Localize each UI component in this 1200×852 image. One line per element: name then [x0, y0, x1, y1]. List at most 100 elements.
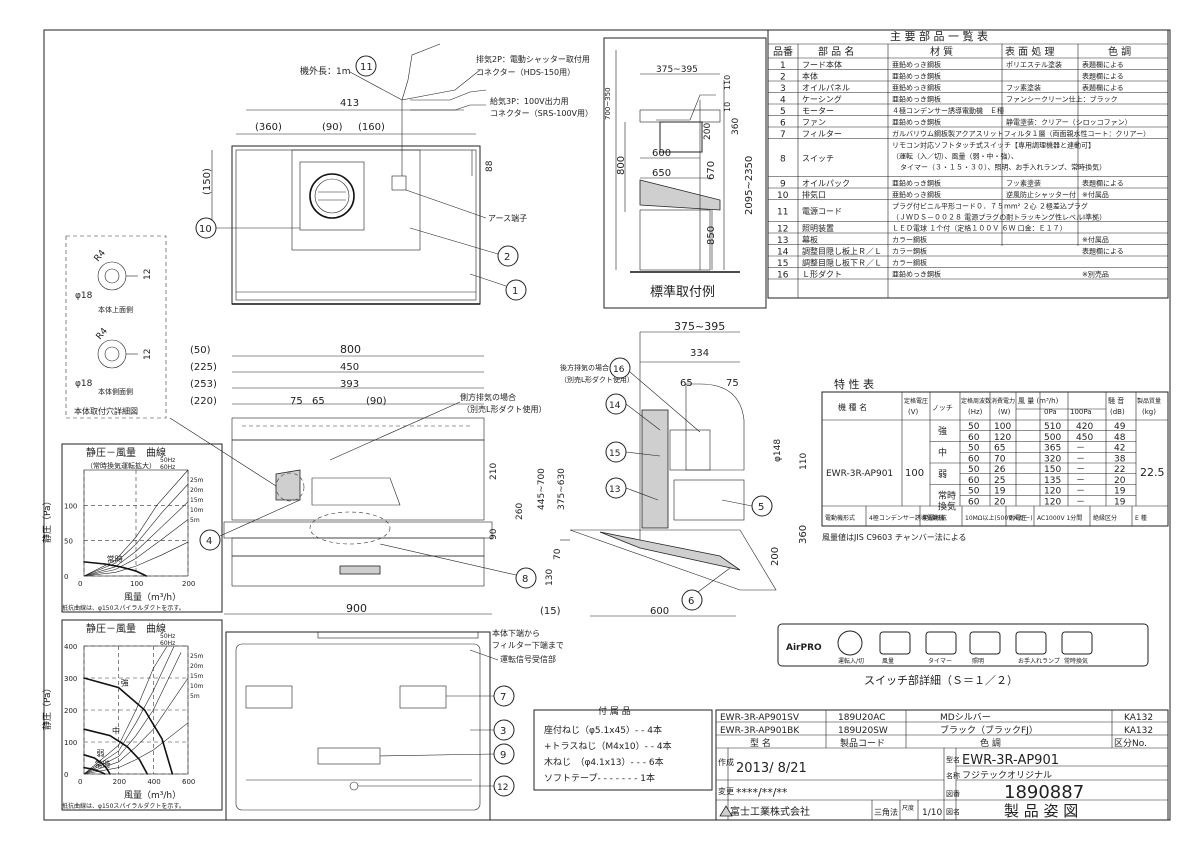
switch-button[interactable]: お手入れランプ: [1015, 631, 1060, 665]
part-material-cell: 亜鉛めっき鋼板: [892, 83, 941, 92]
legend-60hz: 60Hz: [160, 464, 175, 471]
part-name-cell: スイッチ: [802, 154, 834, 163]
spec-db-cell: 42: [1114, 444, 1125, 454]
curve-point: [146, 773, 149, 775]
part-no-cell: 15: [777, 259, 788, 269]
spec-q0-cell: 150: [1044, 465, 1061, 475]
spec-footer-cell: 10MΩ以上(500Vメガー): [965, 514, 1033, 522]
label-rear-exhaust: 後方排気の場合: [560, 363, 609, 372]
svg-text:14: 14: [609, 401, 621, 411]
spec-hz-cell: 60: [968, 433, 980, 443]
svg-text:(225): (225): [190, 362, 217, 373]
part-name-cell: 排気口: [802, 189, 826, 199]
switch-button[interactable]: 運転入/切: [837, 630, 864, 665]
part-material-cell: 亜鉛めっき鋼板: [892, 72, 941, 81]
mount-hole-detail: R4 φ18 12 R4 φ18 12 本体上面側 本体側面側 本体取付穴詳細図: [65, 235, 167, 419]
callout-8: 8: [515, 567, 537, 589]
accessories-frame: [533, 709, 713, 791]
spec-notch-cell: 中: [938, 447, 947, 459]
spec-head-noise: 騒 音: [1108, 396, 1124, 405]
switch-button[interactable]: タイマー: [925, 631, 957, 665]
name-label: 名称: [946, 771, 960, 780]
company-logo: [719, 805, 733, 817]
part-name-cell: 幕板: [802, 234, 818, 244]
spec-footer-cell: 耐電圧: [1009, 514, 1027, 522]
part-name-cell: モーター: [802, 106, 834, 115]
switch-button[interactable]: 照明: [969, 631, 1001, 665]
y-tick-label: 0: [64, 573, 68, 581]
accessory-item: +トラスねじ（M4x10）- - 4本: [544, 740, 672, 752]
svg-text:200: 200: [770, 547, 781, 566]
y-tick-label: 300: [64, 675, 77, 683]
part-color-cell: 表題欄による: [1082, 72, 1124, 81]
scale-value: 1/10: [922, 808, 942, 818]
made-label: 作成: [718, 757, 734, 767]
spec-q0-cell: 120: [1044, 497, 1061, 507]
y-tick-label: 100: [64, 502, 77, 510]
part-material-cell: リモコン対応ソフトタッチ式スイッチ【専用調理機器と連動可】: [892, 141, 1095, 150]
part-material-cell: 亜鉛めっき鋼板: [892, 60, 941, 69]
std-dim-600: 600: [652, 148, 671, 159]
svg-text:4: 4: [206, 536, 212, 547]
svg-text:8: 8: [522, 574, 528, 585]
mount-hole-frame: [65, 235, 167, 419]
spec-footer-cell: 4極コンデンサー誘導電動機: [869, 514, 945, 522]
spec-w-cell: 65: [994, 444, 1005, 454]
part-material-cell: 亜鉛めっき鋼板: [892, 118, 941, 127]
spec-model-cell: EWR-3R-AP901: [826, 469, 893, 479]
curve-point: [98, 770, 101, 773]
switch-button[interactable]: 風量: [879, 631, 911, 665]
duct-length-label: 10m: [190, 683, 204, 690]
spec-hz-cell: 60: [968, 476, 980, 486]
y-tick-label: 50: [64, 538, 73, 546]
part-material-cell: ４極コンデンサー誘導電動機 Ｅ種: [892, 106, 1004, 115]
label-filter-bottom: フィルター下端まで: [492, 640, 564, 650]
part-color-cell: 表題欄による: [1082, 83, 1124, 92]
spec-w-cell: 100: [994, 422, 1011, 432]
curve-point: [117, 686, 120, 689]
switch-button[interactable]: 常時換気: [1061, 631, 1093, 665]
spec-q100-cell: －: [1076, 487, 1085, 497]
spec-head-weight-unit: (kg): [1142, 408, 1156, 416]
part-material-cell: （運転（入／切）、風量（弱・中・強）、: [892, 152, 1018, 161]
part-name-cell: ケーシング: [802, 94, 842, 104]
part-name-cell: 調整目隠し板下Ｒ／Ｌ: [802, 257, 882, 267]
spec-head-voltage: 定格電圧: [904, 397, 928, 405]
mount-top-side-label: 本体上面側: [98, 305, 133, 314]
std-dim-200: 200: [703, 123, 713, 140]
curve-point: [109, 773, 111, 775]
part-finish-cell: ファンシークリーン仕上：ブラック: [1006, 95, 1118, 104]
svg-text:130: 130: [545, 569, 555, 586]
projection-method: 三角法: [874, 807, 898, 817]
part-no-cell: 13: [777, 236, 788, 246]
spec-w-cell: 120: [994, 433, 1011, 443]
spec-w-cell: 25: [994, 476, 1005, 486]
parts-table-title: 主 要 部 品 一 覧 表: [890, 29, 988, 43]
curve-title: 静圧－風量 曲線: [86, 622, 166, 635]
spec-table-title: 特 性 表: [834, 377, 874, 391]
label-exhaust-2p: 排気2P：電動シャッター取付用: [476, 54, 590, 64]
spec-db-cell: 38: [1114, 454, 1126, 464]
switch-button-label: 照明: [972, 658, 984, 665]
curve-point: [171, 773, 174, 775]
y-axis-label: 静圧（Pa）: [41, 496, 53, 543]
part-no-cell: 11: [777, 208, 788, 218]
spec-footer-cell: AC1000V 1分間: [1037, 514, 1082, 522]
head-color-label: 色 調: [980, 737, 1001, 749]
bottom-view-outline: [225, 631, 491, 821]
title-model: EWR-3R-AP901: [962, 753, 1059, 768]
curve-point: [83, 754, 85, 756]
curve-name-label: 中: [112, 726, 120, 736]
svg-text:(90): (90): [366, 396, 387, 407]
spec-db-cell: 19: [1114, 487, 1126, 497]
curve-name-label: 常時: [95, 760, 111, 769]
curve-note: 抵抗曲線は、φ150スパイラルダクトを示す。: [62, 802, 185, 810]
parts-header-cell: 品番: [773, 46, 793, 58]
switch-panel-detail: AirPRO 運転入/切風量タイマー照明お手入れランプ常時換気 スイッチ部詳細（…: [777, 623, 1149, 687]
part-name-cell: Ｌ形ダクト: [802, 269, 842, 279]
part-material-cell: 亜鉛めっき鋼板: [892, 190, 941, 199]
x-axis-label: 風量（m³/h）: [124, 592, 181, 603]
curve-point: [119, 566, 122, 568]
